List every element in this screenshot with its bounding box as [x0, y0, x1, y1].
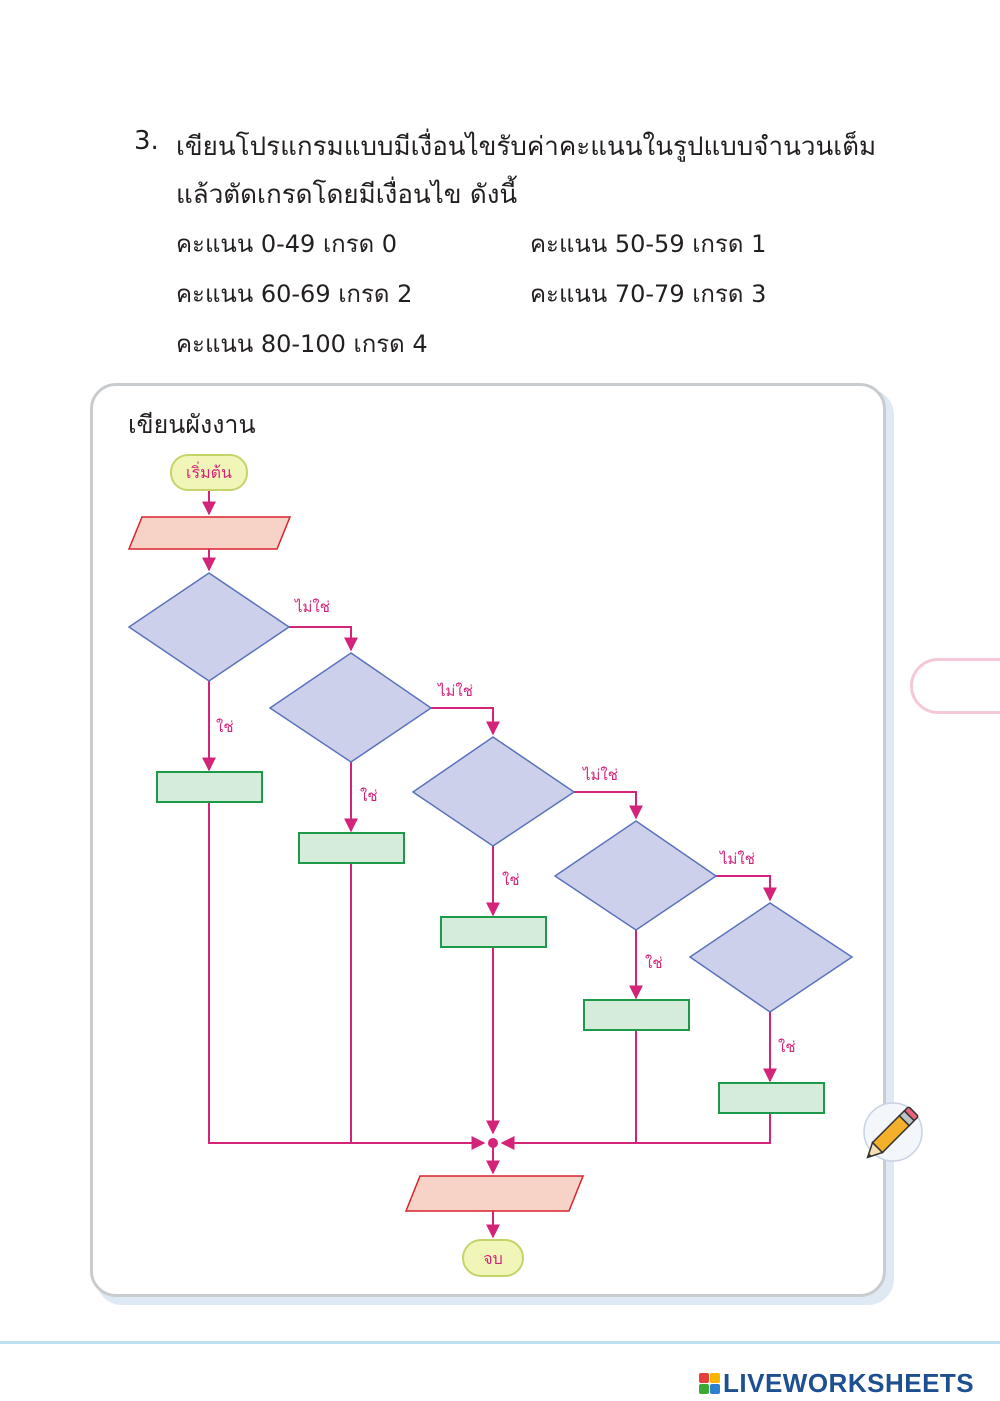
score-rule-0: คะแนน 0-49 เกรด 0: [176, 230, 398, 258]
start-terminal: [170, 454, 248, 491]
no-label-4: ไม่ใช่: [719, 850, 755, 868]
logo-icon: [699, 1373, 720, 1394]
yes-label-1: ใช่: [216, 718, 234, 736]
bottom-divider: [0, 1341, 1000, 1344]
decision-2: [268, 652, 433, 763]
logo-square-yellow: [710, 1373, 720, 1383]
yes-label-2: ใช่: [360, 787, 378, 805]
process-box-4[interactable]: [583, 999, 690, 1031]
flow-lines: [202, 490, 777, 1239]
side-tab: [910, 658, 1000, 714]
end-terminal: [462, 1239, 524, 1277]
pencil-icon: [863, 1102, 923, 1162]
score-rule-4: คะแนน 80-100 เกรด 4: [176, 330, 428, 358]
yes-label-3: ใช่: [502, 871, 520, 889]
question-line-2: แล้วตัดเกรดโดยมีเงื่อนไข ดังนี้: [176, 180, 518, 210]
score-rule-3: คะแนน 70-79 เกรด 3: [530, 280, 767, 308]
question-line-1: เขียนโปรแกรมแบบมีเงื่อนไขรับค่าคะแนนในรู…: [176, 132, 877, 162]
question-number: 3.: [134, 126, 159, 156]
start-label: เริ่มต้น: [186, 461, 232, 482]
process-box-3[interactable]: [440, 916, 547, 948]
yes-label-4: ใช่: [645, 954, 663, 972]
score-rule-2: คะแนน 60-69 เกรด 2: [176, 280, 413, 308]
end-label: จบ: [483, 1249, 503, 1268]
decision-4: [553, 820, 718, 931]
panel-title: เขียนผังงาน: [128, 410, 256, 439]
decision-1: [127, 572, 291, 682]
input-box: [127, 516, 292, 550]
process-box-1[interactable]: [156, 771, 263, 803]
logo-text: LIVEWORKSHEETS: [723, 1368, 975, 1398]
logo-square-blue: [710, 1384, 720, 1394]
process-box-2[interactable]: [298, 832, 405, 864]
process-box-5[interactable]: [718, 1082, 825, 1114]
logo-square-red: [699, 1373, 709, 1383]
junction-dot: [488, 1138, 498, 1148]
no-label-1: ไม่ใช่: [294, 598, 330, 616]
liveworksheets-logo: LIVEWORKSHEETS: [699, 1368, 974, 1399]
output-box: [404, 1175, 585, 1212]
yes-label-5: ใช่: [778, 1038, 796, 1056]
decision-3: [411, 736, 576, 847]
score-rule-1: คะแนน 50-59 เกรด 1: [530, 230, 767, 258]
decision-5: [688, 902, 854, 1013]
no-label-3: ไม่ใช่: [582, 766, 618, 784]
logo-square-green: [699, 1384, 709, 1394]
no-label-2: ไม่ใช่: [437, 682, 473, 700]
